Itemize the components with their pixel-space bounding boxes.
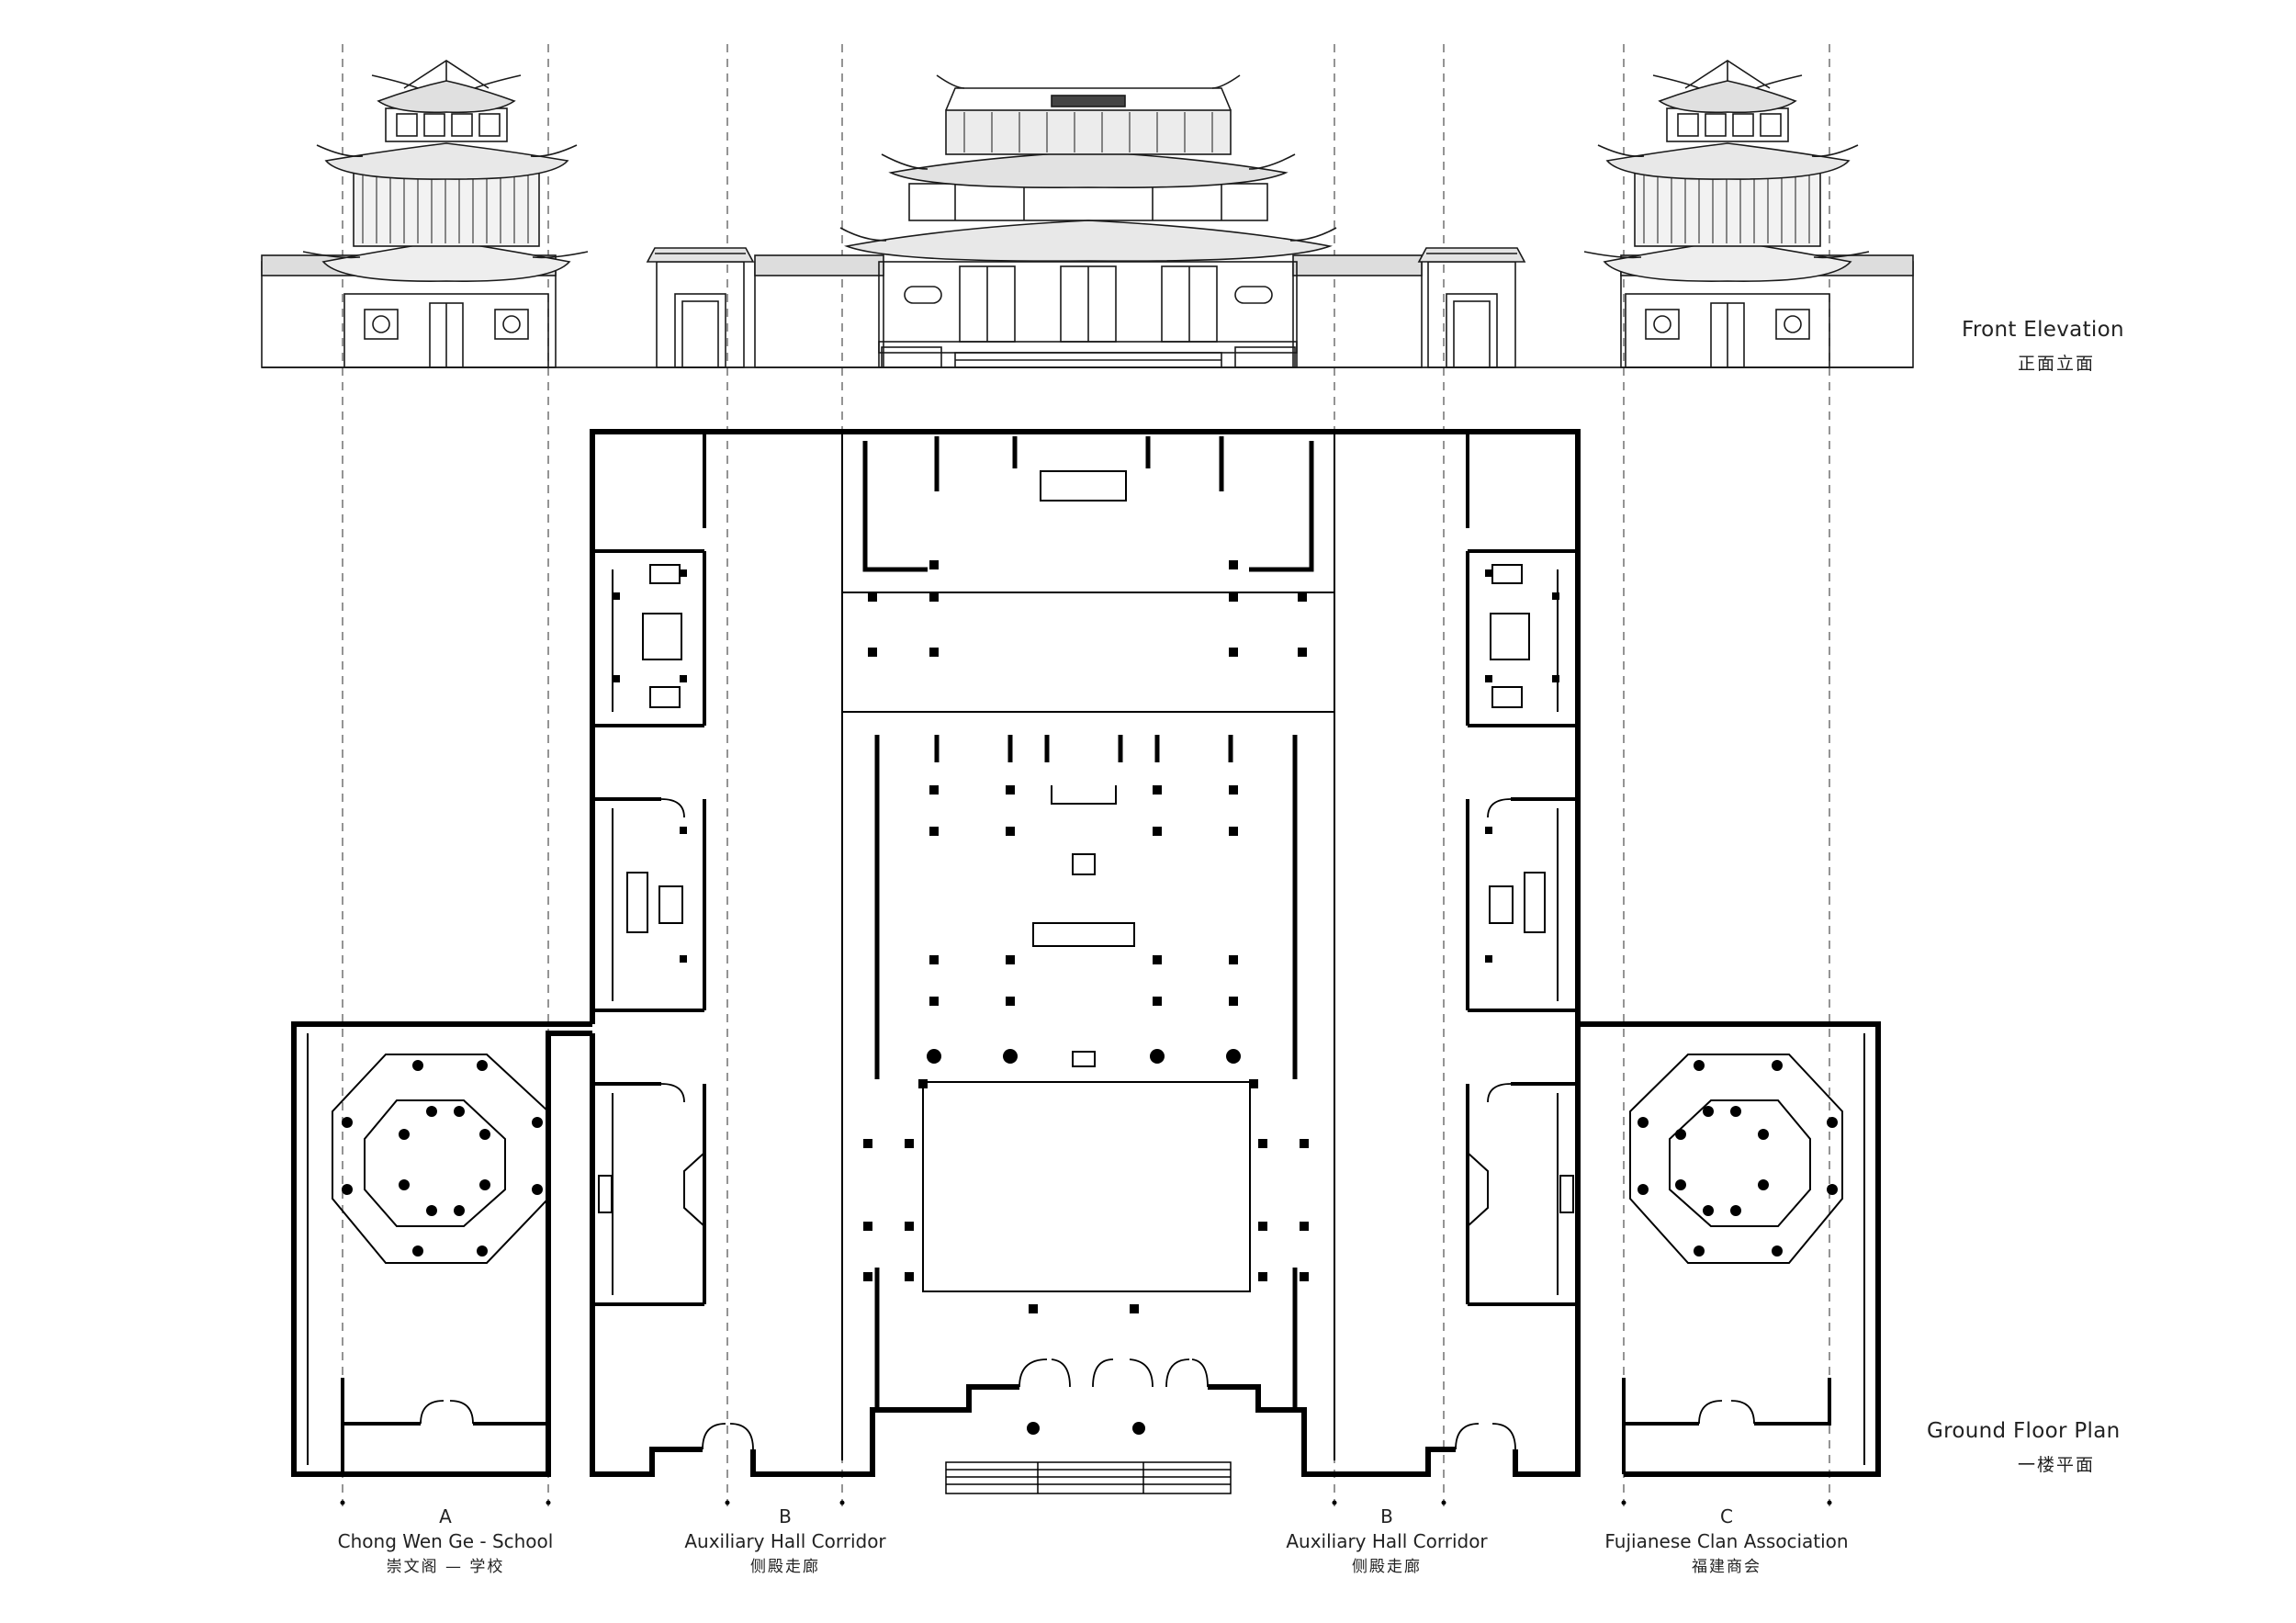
central-hall-elevation <box>839 74 1337 368</box>
zone-label-b-left: B Auxiliary Hall Corridor 侧殿走廊 <box>684 1505 885 1580</box>
zone-letter: C <box>1720 1505 1733 1527</box>
pavilion-front-walls <box>307 1033 1865 1474</box>
right-room-furniture <box>1467 564 1574 1227</box>
zone-letter: A <box>439 1505 452 1527</box>
plan-title-zh: 一楼平面 <box>2018 1455 2096 1475</box>
left-rooms <box>592 432 706 1306</box>
zone-name-zh: 侧殿走廊 <box>1352 1558 1422 1576</box>
zone-ticks <box>340 1500 1832 1505</box>
zone-name-en: Chong Wen Ge - School <box>337 1530 554 1552</box>
round-columns <box>342 1049 1838 1435</box>
left-room-furniture <box>598 564 705 1227</box>
octagon-left <box>332 1054 549 1264</box>
gate-right-elevation <box>1417 247 1526 368</box>
zone-name-en: Auxiliary Hall Corridor <box>1286 1530 1488 1552</box>
altar <box>1040 470 1127 502</box>
elevation-title-zh: 正面立面 <box>2018 354 2096 374</box>
rear-hall-walls <box>862 436 1314 572</box>
door-swings <box>420 798 1755 1450</box>
gate-left-elevation <box>646 247 755 368</box>
outer-walls <box>291 429 1881 1477</box>
zone-name-en: Fujianese Clan Association <box>1604 1530 1849 1552</box>
zone-letter: B <box>779 1505 792 1527</box>
zone-label-b-right: B Auxiliary Hall Corridor 侧殿走廊 <box>1286 1505 1487 1580</box>
zone-label-a: A Chong Wen Ge - School 崇文阁 — 学校 <box>338 1505 554 1580</box>
octagon-right <box>1629 1054 1843 1264</box>
zone-name-zh: 福建商会 <box>1692 1558 1761 1576</box>
zone-name-zh: 崇文阁 — 学校 <box>386 1558 505 1576</box>
ground-floor-plan <box>291 429 1881 1505</box>
main-hall-walls <box>874 735 1298 1410</box>
zone-label-c: C Fujianese Clan Association 福建商会 <box>1604 1505 1848 1580</box>
front-elevation <box>261 60 1914 368</box>
entrance-steps <box>945 1461 1232 1494</box>
zone-letter: B <box>1380 1505 1393 1527</box>
right-rooms <box>1466 432 1578 1306</box>
plan-title: Ground Floor Plan <box>1927 1419 2121 1443</box>
elevation-title: Front Elevation <box>1962 318 2124 342</box>
columns <box>613 560 1559 1313</box>
zone-name-en: Auxiliary Hall Corridor <box>684 1530 886 1552</box>
zone-name-zh: 侧殿走廊 <box>750 1558 820 1576</box>
pavilion-left-elevation <box>302 60 589 368</box>
pavilion-right-elevation <box>1583 60 1870 368</box>
main-hall <box>841 711 1335 1460</box>
